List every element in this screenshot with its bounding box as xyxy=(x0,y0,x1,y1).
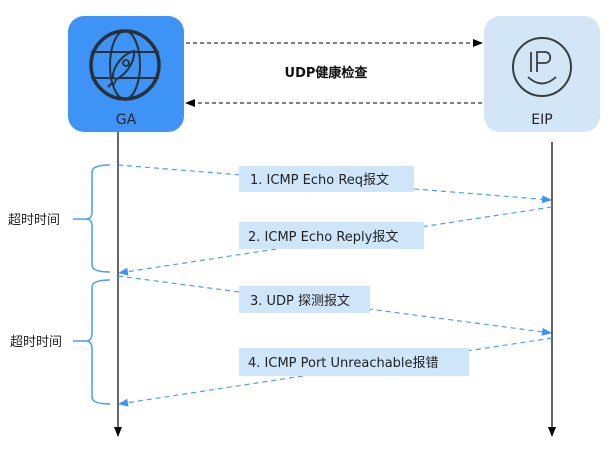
ga-node-label: GA xyxy=(116,112,137,128)
svg-text:1. ICMP Echo Req报文: 1. ICMP Echo Req报文 xyxy=(250,173,389,188)
timeout-brace-1 xyxy=(73,164,111,273)
ip-smile-icon xyxy=(512,37,572,97)
timeout-brace-2 xyxy=(73,279,111,405)
timeout-label-2: 超时时间 xyxy=(10,335,62,350)
message-label-3: 3. UDP 探测报文 xyxy=(239,286,370,313)
timeout-label-1: 超时时间 xyxy=(8,213,60,228)
message-label-4: 4. ICMP Port Unreachable报错 xyxy=(239,348,469,376)
message-label-2: 2. ICMP Echo Reply报文 xyxy=(239,222,424,249)
ga-node: GA xyxy=(68,16,184,132)
svg-text:3. UDP 探测报文: 3. UDP 探测报文 xyxy=(250,294,350,309)
svg-text:2. ICMP Echo Reply报文: 2. ICMP Echo Reply报文 xyxy=(248,230,398,245)
svg-text:4. ICMP Port Unreachable报错: 4. ICMP Port Unreachable报错 xyxy=(248,356,439,371)
eip-node-label: EIP xyxy=(531,112,552,128)
eip-node-box xyxy=(484,16,600,132)
health-check-label: UDP健康检查 xyxy=(285,65,369,81)
message-label-1: 1. ICMP Echo Req报文 xyxy=(239,166,414,192)
globe-rocket-icon xyxy=(89,29,161,101)
eip-node: EIP xyxy=(484,16,600,132)
